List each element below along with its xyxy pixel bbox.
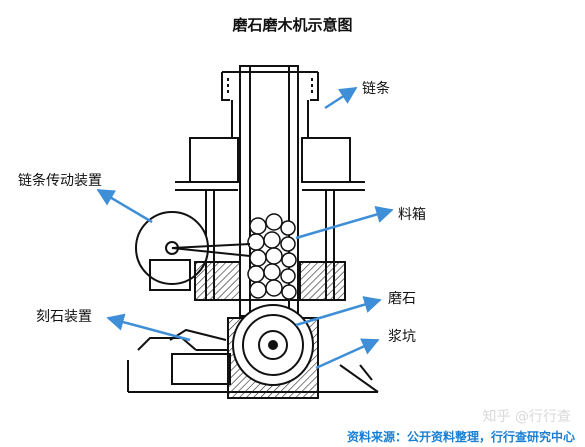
- label-grindstone: 磨石: [388, 291, 416, 307]
- diagram-title: 磨石磨木机示意图: [232, 16, 353, 34]
- arrow-chain: [324, 86, 358, 110]
- chain-drive-wheel: [135, 211, 251, 291]
- label-hopper: 料箱: [398, 207, 426, 223]
- label-engraving: 刻石装置: [36, 309, 92, 325]
- arrow-engraving: [106, 313, 191, 342]
- arrow-grindstone: [295, 296, 382, 327]
- wood-logs: [247, 213, 297, 300]
- watermark: 知乎 @行行查: [482, 409, 571, 425]
- arrow-pulp-pit: [315, 338, 380, 370]
- source-note: 资料来源：公开资料整理，行行查研究中心: [346, 430, 575, 444]
- grindstone-housing: [227, 304, 319, 399]
- arrow-chain-drive: [96, 188, 153, 224]
- label-chain-drive: 链条传动装置: [18, 173, 102, 189]
- label-arrows: [96, 86, 394, 370]
- lower-frame: [194, 261, 346, 301]
- label-pulp-pit: 浆坑: [388, 329, 416, 345]
- top-housing: [221, 71, 319, 101]
- arrow-hopper: [295, 206, 394, 240]
- label-chain: 链条: [362, 81, 390, 97]
